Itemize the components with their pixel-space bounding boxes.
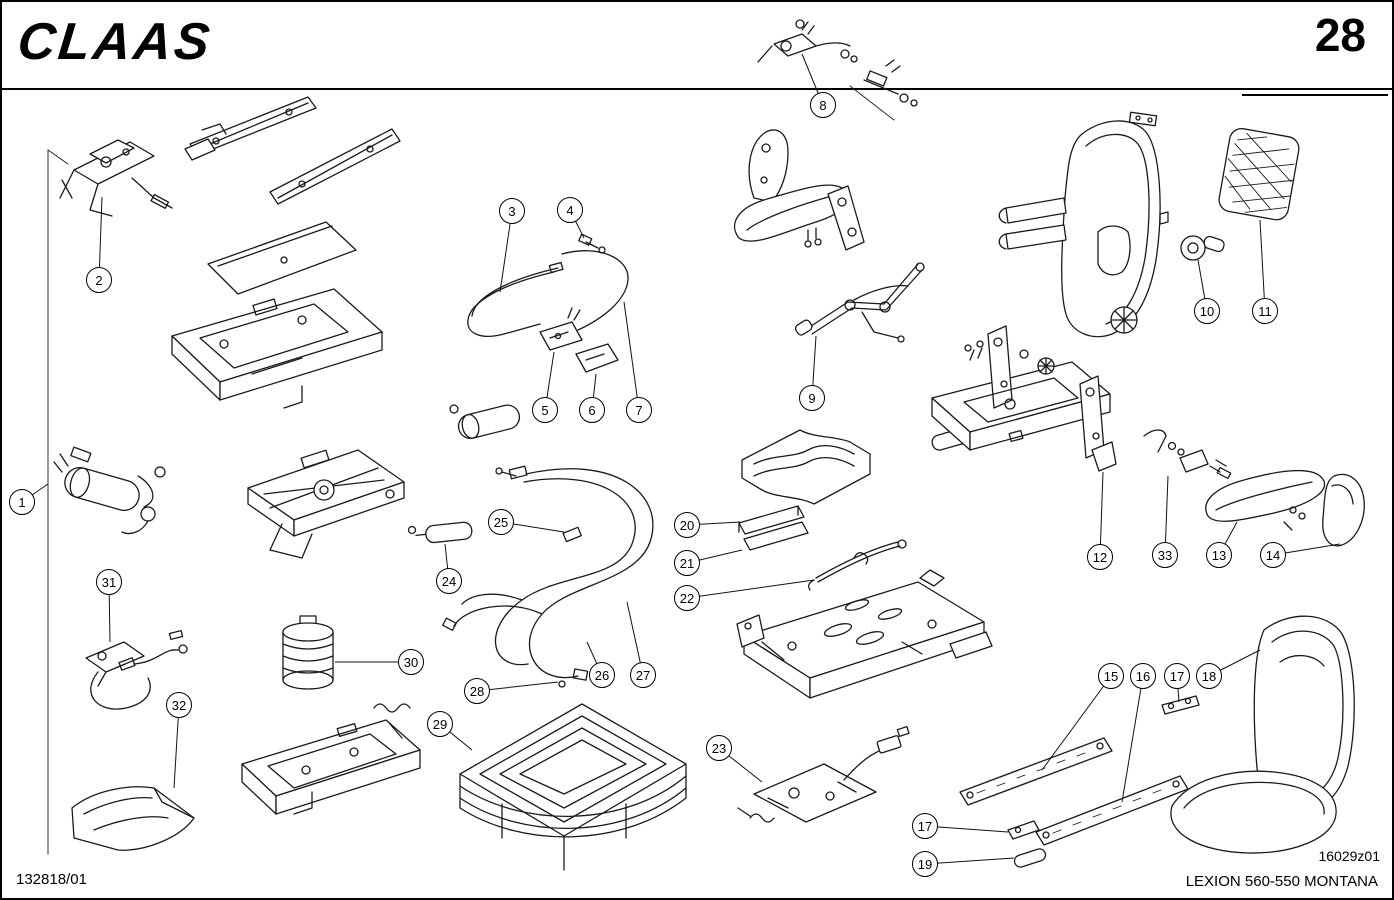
- part-compressor: [53, 446, 166, 535]
- page-number-underline: [1242, 94, 1388, 96]
- part-gas-cylinder: [407, 521, 473, 544]
- model-caption: LEXION 560-550 MONTANA: [1185, 873, 1378, 890]
- part-seat-complete: [1170, 615, 1355, 854]
- part-bowden-cables: [467, 233, 629, 373]
- part-roller: [449, 404, 521, 440]
- part-strips: [738, 505, 809, 551]
- part-slide-rails: [184, 96, 401, 205]
- part-air-spring: [282, 615, 334, 690]
- part-latch: [59, 139, 173, 217]
- part-rails-lower: [959, 737, 1189, 846]
- part-roller-19: [1013, 848, 1047, 868]
- part-panel: [207, 221, 357, 295]
- part-bracket-23: [737, 725, 910, 823]
- part-armrest-pad: [1322, 473, 1365, 547]
- part-wiring-harness: [442, 465, 654, 688]
- part-scissor-frame: [247, 449, 405, 559]
- header-divider: [2, 88, 1392, 90]
- part-lower-frame: [241, 703, 421, 815]
- part-valve-assembly: [85, 629, 188, 710]
- part-bracket-17: [1161, 695, 1200, 715]
- part-main-plate: [736, 569, 993, 699]
- part-armrest-upper: [733, 129, 865, 251]
- part-suspension-base: [931, 325, 1111, 459]
- drawing-code: 16029z01: [1318, 848, 1380, 864]
- part-rod: [808, 539, 907, 591]
- page-number: 28: [1314, 9, 1366, 61]
- document-code: 132818/01: [16, 871, 87, 888]
- part-mesh-pad: [1218, 127, 1300, 221]
- part-base-frame: [171, 288, 383, 409]
- part-lever-linkage: [794, 262, 925, 343]
- part-bellows: [459, 703, 687, 871]
- part-seat-pan: [741, 429, 871, 505]
- part-armrest-right: [1205, 469, 1326, 531]
- part-bag: [71, 786, 195, 851]
- part-backrest-frame: [998, 111, 1169, 338]
- part-knob: [1180, 235, 1225, 261]
- assembly-bracket-line: [47, 149, 69, 855]
- part-bracket-12: [1091, 441, 1117, 472]
- part-small-bracket-17: [1007, 820, 1040, 840]
- part-fastener-set: [757, 19, 918, 121]
- part-fasteners-33: [1143, 429, 1232, 480]
